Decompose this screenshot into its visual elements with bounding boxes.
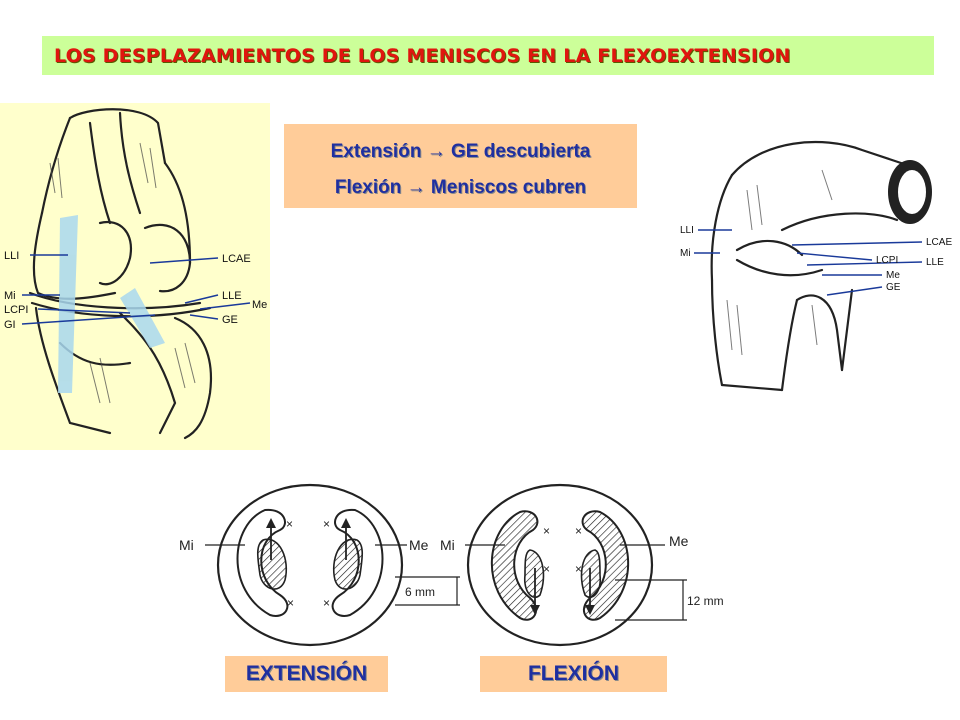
menisci-drawing: × × × × Mi Me 6 mm × × × × Mi Me (179, 483, 724, 647)
label-me-flex: Me (669, 533, 689, 549)
svg-text:×: × (287, 596, 294, 610)
knee-posterior-figure: LLI Mi LCAE LCPI LLE Me GE (672, 130, 960, 395)
label-mi-right: Mi (680, 248, 691, 259)
caption-line-extension: Extensión → GE descubierta (330, 141, 591, 162)
svg-text:×: × (286, 517, 293, 531)
caption-line-flexion: Flexión → Meniscos cubren (334, 177, 587, 198)
label-me: Me (252, 299, 267, 311)
label-lcpi-right: LCPI (876, 255, 898, 266)
label-ge: GE (222, 314, 238, 326)
label-lcae-right: LCAE (926, 237, 952, 248)
menisci-diagram: × × × × Mi Me 6 mm × × × × Mi Me (175, 480, 740, 650)
label-lle: LLE (222, 290, 242, 302)
label-me-right: Me (886, 270, 900, 281)
label-gi: GI (4, 319, 16, 331)
title-bar: LOS DESPLAZAMIENTOS DE LOS MENISCOS EN L… (42, 36, 934, 75)
svg-text:×: × (323, 596, 330, 610)
label-12mm: 12 mm (687, 594, 724, 608)
knee-anterior-figure: LLI Mi LCPI GI LCAE LLE Me GE (0, 103, 270, 450)
svg-text:×: × (323, 517, 330, 531)
extension-label: EXTENSIÓN (245, 662, 368, 685)
label-lle-right: LLE (926, 257, 944, 268)
label-6mm: 6 mm (405, 585, 435, 599)
extension-label-box: EXTENSIÓN (225, 656, 388, 692)
svg-text:×: × (543, 524, 550, 538)
label-mi-flex: Mi (440, 537, 455, 553)
knee-posterior-drawing: LLI Mi LCAE LCPI LLE Me GE (680, 141, 952, 392)
label-lcae: LCAE (222, 253, 251, 265)
flexion-label: FLEXIÓN (527, 662, 619, 685)
label-mi-ext: Mi (179, 537, 194, 553)
knee-anterior-drawing: LLI Mi LCPI GI LCAE LLE Me GE (4, 108, 267, 440)
page-title: LOS DESPLAZAMIENTOS DE LOS MENISCOS EN L… (54, 44, 791, 67)
svg-text:×: × (575, 562, 582, 576)
label-lli-right: LLI (680, 225, 694, 236)
flexion-label-box: FLEXIÓN (480, 656, 667, 692)
svg-text:×: × (543, 562, 550, 576)
label-me-ext: Me (409, 537, 429, 553)
label-lcpi: LCPI (4, 304, 28, 316)
svg-text:×: × (575, 524, 582, 538)
label-mi: Mi (4, 290, 16, 302)
label-lli: LLI (4, 250, 19, 262)
caption-box: Extensión → GE descubierta Flexión → Men… (284, 124, 637, 208)
label-ge-right: GE (886, 282, 901, 293)
